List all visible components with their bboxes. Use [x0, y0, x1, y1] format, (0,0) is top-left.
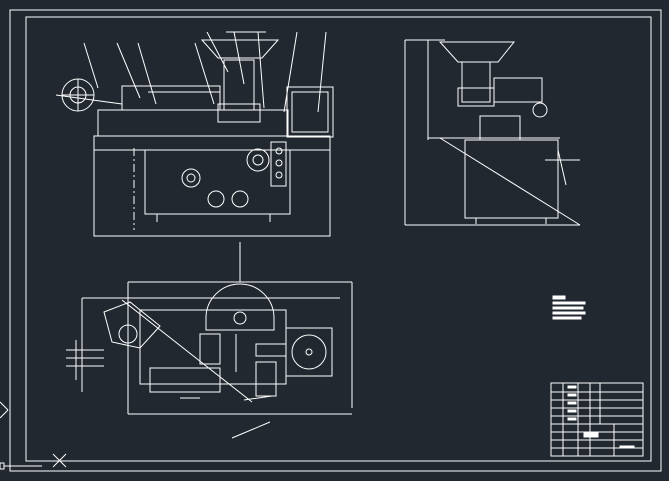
ucs-axis-icon [0, 401, 42, 470]
tb-mark-1 [567, 385, 577, 389]
plan-bracket [199, 333, 221, 365]
front-gauge-large [181, 168, 201, 188]
plan-leader [231, 421, 271, 439]
plan-lower-box [149, 367, 221, 393]
front-motor-box-inner [291, 91, 329, 133]
leader-7 [257, 31, 265, 109]
front-button-1 [275, 147, 283, 155]
tb-mark-3 [567, 401, 577, 405]
leader-5 [206, 31, 229, 73]
plan-section-line [121, 299, 253, 403]
front-gauge-large-center [186, 173, 196, 183]
front-gauge-left [207, 190, 225, 208]
leader-8 [283, 31, 298, 113]
ucs-arm-2 [0, 409, 9, 419]
front-gauge-right [231, 190, 249, 208]
title-block-frame [550, 382, 644, 457]
front-control-panel [270, 141, 287, 187]
front-button-2 [275, 159, 283, 167]
plan-clamp [255, 343, 287, 357]
plan-rotary-plate [103, 301, 161, 349]
inner-frame [25, 16, 652, 462]
side-view[interactable] [404, 39, 581, 226]
leader-3 [137, 42, 157, 105]
leader-1 [83, 42, 99, 89]
notes-line-4 [552, 316, 582, 320]
notes-line-1 [552, 301, 586, 305]
front-handwheel-hub [252, 154, 264, 166]
front-feed-strip [55, 94, 123, 105]
crosshair-line-2 [52, 453, 67, 468]
ucs-arm-1 [0, 401, 9, 411]
tb-mark-5 [567, 417, 577, 421]
notes-heading-bar [552, 295, 566, 300]
side-section-line [439, 137, 581, 226]
leader-6 [233, 31, 245, 85]
leader-2 [116, 42, 141, 99]
crosshair-icon [52, 453, 67, 468]
side-hopper [438, 41, 516, 63]
tb-mark-6 [619, 445, 635, 449]
plan-motor-center [305, 348, 313, 356]
side-column [461, 61, 491, 103]
plan-view[interactable] [66, 242, 353, 439]
tb-title-mark [583, 432, 599, 438]
plan-support [255, 361, 277, 397]
plan-disc-hub [233, 311, 247, 325]
tb-mark-2 [567, 393, 577, 397]
plan-motor-box [285, 327, 333, 377]
front-column [223, 59, 255, 111]
side-handle [557, 149, 567, 186]
notes-line-3 [552, 311, 586, 315]
front-door-panel [144, 149, 291, 215]
notes-line-2 [552, 306, 584, 310]
plan-rotary-hub [118, 324, 138, 344]
title-block[interactable] [550, 382, 644, 457]
side-pulley [532, 102, 548, 118]
tb-mark-4 [567, 409, 577, 413]
ucs-box [0, 462, 5, 470]
technical-notes-block [552, 295, 586, 320]
front-feed-rail [121, 85, 221, 111]
front-button-3 [275, 171, 283, 179]
plan-body [139, 309, 287, 385]
side-head [457, 87, 495, 107]
front-handwheel [246, 148, 270, 172]
front-view[interactable] [55, 31, 334, 237]
side-mid-block [479, 115, 521, 141]
leader-4 [194, 42, 215, 105]
front-hopper [200, 39, 280, 59]
front-spindle-housing [217, 103, 261, 123]
leader-9 [317, 31, 327, 113]
outer-frame [9, 9, 662, 472]
plan-disc-cover [205, 283, 275, 331]
side-drive-unit [493, 77, 543, 103]
front-base-cabinet [93, 135, 331, 237]
plan-motor-circle [291, 334, 327, 370]
front-motor-box [286, 86, 334, 138]
side-base-cabinet [464, 139, 559, 219]
